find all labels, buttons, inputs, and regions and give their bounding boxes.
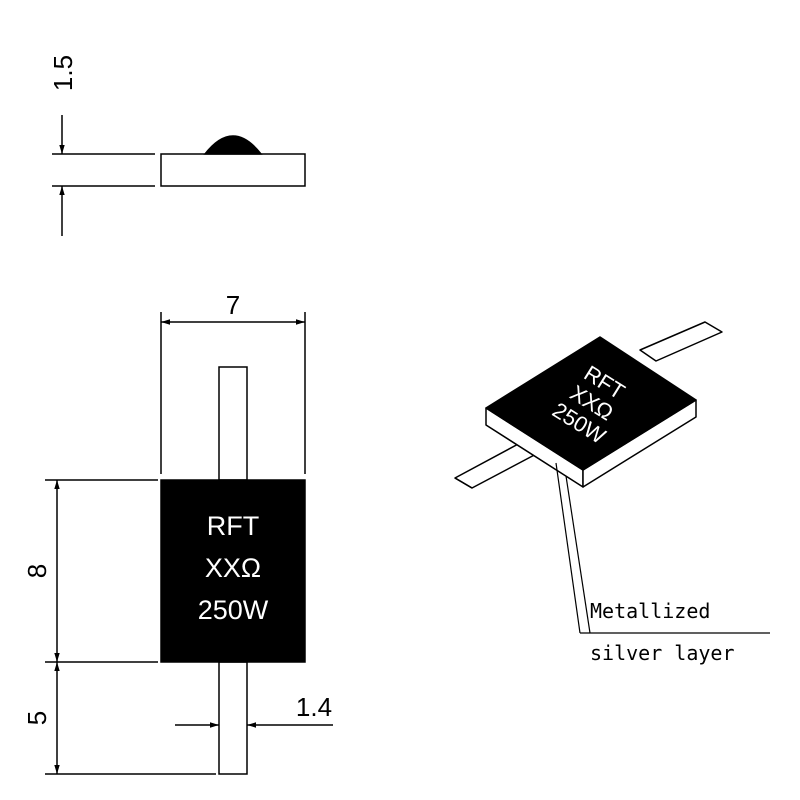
side-view-substrate — [160, 153, 306, 187]
callout-label-line2: silver layer — [590, 641, 735, 665]
isometric-view — [454, 321, 723, 489]
lead-width-dimension-label: 1.4 — [296, 692, 332, 722]
iso-lead-left-edge — [454, 477, 473, 489]
front-view — [45, 312, 333, 775]
body-marking-line1: RFT — [207, 511, 259, 541]
iso-silver-layer-edge — [485, 424, 584, 488]
lead-bottom — [218, 661, 248, 775]
lead-top — [218, 366, 248, 481]
side-view-element-dome — [203, 135, 263, 155]
side-view — [52, 115, 306, 236]
body-marking-line2: XXΩ — [205, 553, 261, 583]
body-marking-line3: 250W — [198, 595, 269, 625]
resistor-body — [160, 479, 306, 663]
thickness-dimension-label: 1.5 — [48, 55, 78, 91]
lead-length-dimension-label: 5 — [22, 711, 52, 725]
callout-leader — [555, 462, 770, 634]
iso-body-top-face — [485, 336, 697, 471]
body-length-dimension-label: 8 — [22, 564, 52, 578]
width-dimension-label: 7 — [226, 290, 240, 320]
iso-lead-right — [639, 321, 723, 362]
callout-label-line1: Metallized — [590, 599, 710, 623]
